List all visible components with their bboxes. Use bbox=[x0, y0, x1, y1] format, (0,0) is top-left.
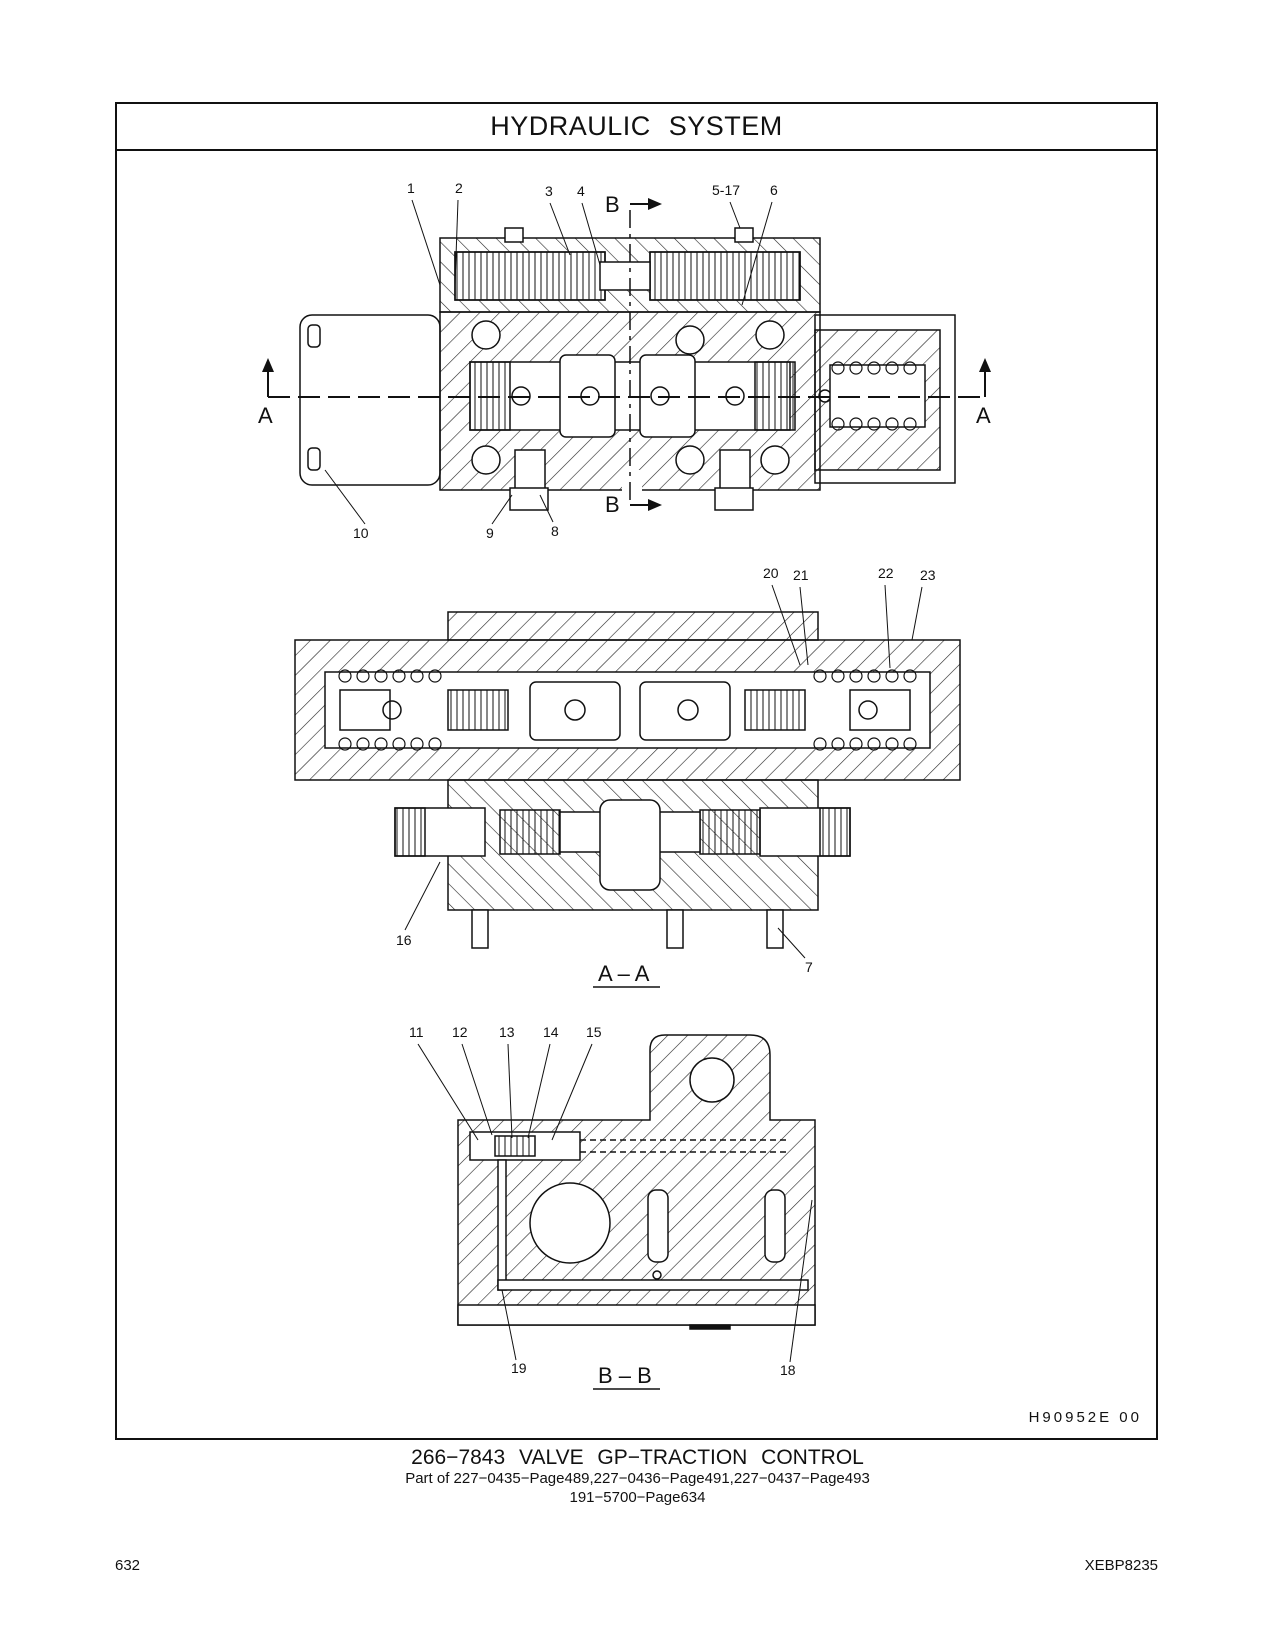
callout-21: 21 bbox=[793, 567, 809, 583]
callout-11: 11 bbox=[409, 1024, 424, 1040]
section-mark-b-bottom: B bbox=[605, 492, 620, 517]
callout-23: 23 bbox=[920, 567, 936, 583]
callout-13: 13 bbox=[499, 1024, 515, 1040]
callout-19: 19 bbox=[511, 1360, 527, 1376]
section-aa bbox=[294, 611, 961, 949]
page-title: HYDRAULIC SYSTEM bbox=[490, 111, 783, 141]
section-bb bbox=[457, 1034, 816, 1330]
callout-5-17: 5-17 bbox=[712, 182, 740, 198]
callout-14: 14 bbox=[543, 1024, 559, 1040]
section-mark-a-right: A bbox=[976, 403, 991, 428]
callout-6: 6 bbox=[770, 182, 778, 198]
section-bb-label: B – B bbox=[598, 1363, 652, 1388]
callout-10: 10 bbox=[353, 525, 369, 541]
callout-9: 9 bbox=[486, 525, 494, 541]
section-line-bb: B B bbox=[605, 192, 662, 517]
part-of-line-2: 191−5700−Page634 bbox=[569, 1489, 706, 1506]
callout-22: 22 bbox=[878, 565, 894, 581]
callout-7: 7 bbox=[805, 959, 813, 975]
part-of-line-1: Part of 227−0435−Page489,227−0436−Page49… bbox=[405, 1470, 870, 1487]
title-bar: HYDRAULIC SYSTEM bbox=[117, 104, 1156, 151]
section-mark-b-top: B bbox=[605, 192, 620, 217]
section-line-aa: A A bbox=[258, 358, 991, 428]
section-mark-a-left: A bbox=[258, 403, 273, 428]
part-title: 266−7843 VALVE GP−TRACTION CONTROL bbox=[411, 1446, 864, 1469]
callout-20: 20 bbox=[763, 565, 779, 581]
section-aa-label: A – A bbox=[598, 961, 650, 986]
callout-2: 2 bbox=[455, 180, 463, 196]
callout-15: 15 bbox=[586, 1024, 602, 1040]
callout-16: 16 bbox=[396, 932, 412, 948]
illustration-code: H90952E 00 bbox=[1028, 1409, 1142, 1426]
callout-3: 3 bbox=[545, 183, 553, 199]
section-bb-callouts: 11 12 13 14 15 19 18 B – B bbox=[409, 1024, 813, 1390]
left-end-cap bbox=[299, 314, 441, 486]
top-view bbox=[299, 227, 956, 511]
callout-12: 12 bbox=[452, 1024, 468, 1040]
page-number: 632 bbox=[115, 1557, 141, 1574]
top-view-callouts: 1 2 3 4 5-17 6 10 9 8 bbox=[324, 180, 778, 541]
drawing-frame: HYDRAULIC SYSTEM H90952E 00 bbox=[115, 102, 1158, 1440]
callout-18: 18 bbox=[780, 1362, 796, 1378]
callout-4: 4 bbox=[577, 183, 585, 199]
callout-1: 1 bbox=[407, 180, 415, 196]
callout-8: 8 bbox=[551, 523, 559, 539]
document-id: XEBP8235 bbox=[1084, 1557, 1158, 1574]
section-aa-callouts: 20 21 22 23 16 7 A – A bbox=[396, 565, 936, 988]
